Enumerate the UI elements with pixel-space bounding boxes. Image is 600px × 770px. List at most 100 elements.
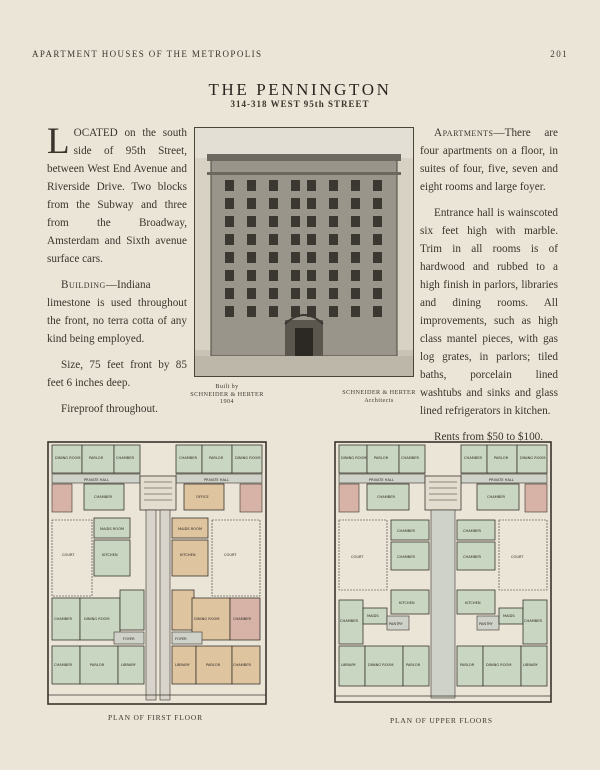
entrance-paragraph: Entrance hall is wainscoted six feet hig…	[420, 207, 558, 417]
label-kitchen-e: KITCHEN	[180, 553, 196, 557]
facade-window	[269, 252, 278, 263]
built-by-label: Built by	[215, 383, 239, 390]
building-address: 314-318 WEST 95th STREET	[230, 99, 370, 109]
facade-window	[329, 270, 338, 281]
building-text: —Indiana limestone is used throughout th…	[47, 279, 187, 345]
upper-label-court-e: COURT	[511, 555, 524, 559]
facade-window	[373, 216, 382, 227]
facade-window	[269, 180, 278, 191]
building-facade-illustration	[195, 128, 413, 376]
facade-window	[291, 306, 300, 317]
rents-paragraph: Rents from $50 to $100.	[434, 431, 544, 443]
upper-floors-plan-caption: PLAN OF UPPER FLOORS	[390, 716, 493, 725]
label-chamber-nw: CHAMBER	[116, 456, 135, 460]
facade-window	[247, 270, 256, 281]
label-parlor-s2: PARLOR	[206, 663, 221, 667]
facade-window	[373, 180, 382, 191]
facade-window	[247, 288, 256, 299]
facade-window	[269, 288, 278, 299]
facade-window	[351, 180, 360, 191]
facade-window	[291, 252, 300, 263]
facade-window	[225, 180, 234, 191]
facade-window	[269, 234, 278, 245]
facade-window	[225, 270, 234, 281]
facade-window	[373, 234, 382, 245]
facade-window	[269, 198, 278, 209]
facade-window	[247, 234, 256, 245]
building-heading: Building	[61, 279, 106, 291]
facade-window	[373, 306, 382, 317]
facade-window	[225, 306, 234, 317]
builder-credit: Built by SCHNEIDER & HERTER 1904	[182, 383, 272, 406]
upper-label-private-hall-w: PRIVATE HALL	[369, 478, 394, 482]
facade-window	[351, 288, 360, 299]
fireproof-paragraph: Fireproof throughout.	[61, 403, 158, 415]
upper-label-chamber-cw2: CHAMBER	[397, 555, 416, 559]
facade-window	[291, 270, 300, 281]
facade-window	[225, 288, 234, 299]
facade-window	[247, 216, 256, 227]
apartments-text: —There are four apartments on a floor, i…	[420, 127, 558, 193]
label-dining-ne: DINING ROOM	[235, 456, 260, 460]
upper-label-chamber-sw: CHAMBER	[340, 619, 359, 623]
upper-label-maids-e: MAIDS	[503, 614, 515, 618]
facade-window	[351, 234, 360, 245]
apartments-paragraph: Apartments—There are four apartments on …	[420, 124, 558, 196]
facade-window	[269, 306, 278, 317]
facade-window	[329, 198, 338, 209]
upper-label-kitchen-w: KITCHEN	[399, 601, 415, 605]
built-year: 1904	[220, 398, 234, 405]
label-parlor-s1: PARLOR	[90, 663, 105, 667]
label-chamber-w: CHAMBER	[94, 495, 113, 499]
label-dining-sw: DINING ROOM	[84, 617, 109, 621]
facade-window	[329, 252, 338, 263]
label-parlor-nw: PARLOR	[89, 456, 104, 460]
upper-label-dining-s2: DINING ROOM	[486, 663, 511, 667]
location-text: OCATED on the south side of 95th Street,…	[47, 127, 187, 265]
facade-window	[307, 288, 316, 299]
label-private-hall-w: PRIVATE HALL	[84, 478, 109, 482]
architect-role: Architects	[364, 396, 394, 404]
building-paragraph: Building—Indiana limestone is used throu…	[47, 276, 187, 348]
first-floor-plan-caption: PLAN OF FIRST FLOOR	[108, 713, 203, 722]
facade-window	[351, 198, 360, 209]
facade-window	[247, 180, 256, 191]
label-chamber-ne: CHAMBER	[179, 456, 198, 460]
upper-label-parlor-ne: PARLOR	[494, 456, 509, 460]
label-foyer-w: FOYER	[123, 637, 135, 641]
facade-window	[373, 252, 382, 263]
facade-window	[291, 288, 300, 299]
label-foyer-e: FOYER	[175, 637, 187, 641]
facade-window	[307, 306, 316, 317]
label-chamber-sw: CHAMBER	[54, 617, 73, 621]
facade-window	[351, 270, 360, 281]
upper-label-court-w: COURT	[351, 555, 364, 559]
facade-window	[307, 180, 316, 191]
upper-label-chamber-e: CHAMBER	[487, 495, 506, 499]
upper-floors-plan-drawing: DINING ROOM PARLOR CHAMBER CHAMBER PARLO…	[334, 441, 552, 703]
label-court-e: COURT	[224, 553, 237, 557]
upper-label-maids-w: MAIDS	[367, 614, 379, 618]
facade-window	[329, 216, 338, 227]
builder-name: SCHNEIDER & HERTER	[190, 390, 264, 398]
facade-window	[269, 270, 278, 281]
upper-label-chamber-ce1: CHAMBER	[463, 529, 482, 533]
facade-window	[269, 216, 278, 227]
facade-window	[373, 270, 382, 281]
upper-label-dining-s1: DINING ROOM	[368, 663, 393, 667]
first-floor-plan-drawing: DINING ROOM PARLOR CHAMBER CHAMBER PARLO…	[47, 441, 267, 705]
upper-label-chamber-se: CHAMBER	[524, 619, 543, 623]
right-text-column: Apartments—There are four apartments on …	[420, 124, 558, 454]
upper-label-chamber-cw1: CHAMBER	[397, 529, 416, 533]
facade-window	[291, 198, 300, 209]
page-number: 201	[550, 49, 568, 59]
label-chamber-s1: CHAMBER	[54, 663, 73, 667]
facade-window	[307, 216, 316, 227]
label-dining-se: DINING ROOM	[194, 617, 219, 621]
facade-window	[329, 288, 338, 299]
upper-label-pantry-e: PANTRY	[479, 622, 494, 626]
page-title: THE PENNINGTON	[208, 80, 392, 99]
facade-window	[373, 198, 382, 209]
label-court-w: COURT	[62, 553, 75, 557]
upper-label-library-s2: LIBRARY	[523, 663, 539, 667]
